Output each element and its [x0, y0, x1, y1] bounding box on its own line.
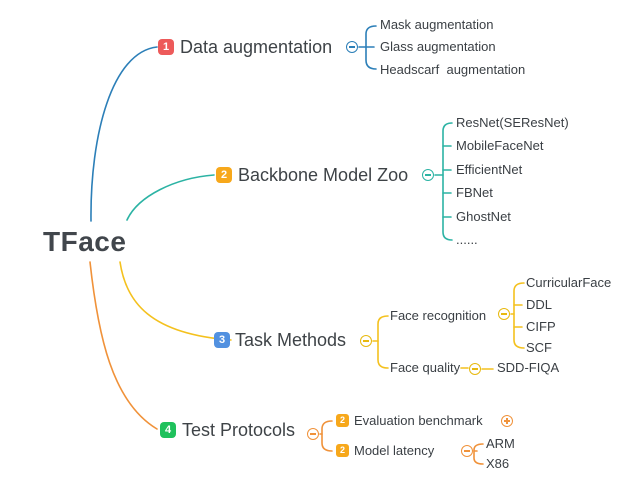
subtopic-sdd-fiqa[interactable]: SDD-FIQA — [497, 360, 560, 375]
root-curve-data-augmentation — [90, 46, 158, 222]
subtopic-model-latency[interactable]: Model latency — [354, 443, 435, 458]
priority-badge-1: 1 — [158, 39, 174, 55]
topic-backbone-model-zoo[interactable]: Backbone Model Zoo — [238, 165, 409, 185]
collapse-icon-test-protocols[interactable] — [307, 428, 319, 440]
subtopic-evaluation-benchmark[interactable]: Evaluation benchmark — [354, 413, 483, 428]
collapse-icon-face-quality[interactable] — [469, 363, 481, 375]
priority-badge-3: 3 — [214, 332, 230, 348]
topic-test-protocols[interactable]: Test Protocols — [182, 420, 296, 440]
subtopic-face-quality[interactable]: Face quality — [390, 360, 461, 375]
bracket-test-protocols — [321, 420, 333, 452]
collapse-icon-face-recognition[interactable] — [498, 308, 510, 320]
priority-badge-model-latency: 2 — [336, 444, 349, 457]
subtopic-mobilefacenet[interactable]: MobileFaceNet — [456, 138, 544, 153]
topic-task-methods[interactable]: Task Methods — [235, 330, 347, 350]
bracket-model-latency — [473, 443, 484, 465]
topic-data-augmentation[interactable]: Data augmentation — [180, 37, 333, 57]
subtopic-ellipsis[interactable]: ...... — [456, 232, 478, 247]
root-topic-tface[interactable]: TFace — [43, 226, 127, 257]
subtopic-curricularface[interactable]: CurricularFace — [526, 275, 612, 290]
root-curve-test-protocols — [89, 261, 158, 430]
collapse-icon-model-latency[interactable] — [461, 445, 473, 457]
subtopic-x86[interactable]: X86 — [486, 456, 510, 471]
priority-badge-2: 2 — [216, 167, 232, 183]
root-curve-backbone-model-zoo — [126, 174, 215, 221]
bracket-backbone-model-zoo — [442, 122, 453, 241]
bracket-face-recognition — [513, 282, 525, 349]
subtopic-resnet[interactable]: ResNet(SEResNet) — [456, 115, 569, 130]
bracket-task-methods — [377, 315, 389, 369]
subtopic-ddl[interactable]: DDL — [526, 297, 553, 312]
subtopic-glass-augmentation[interactable]: Glass augmentation — [380, 39, 496, 54]
collapse-icon-task-methods[interactable] — [360, 335, 372, 347]
subtopic-fbnet[interactable]: FBNet — [456, 185, 493, 200]
expand-icon-evaluation-benchmark[interactable] — [501, 415, 513, 427]
subtopic-ghostnet[interactable]: GhostNet — [456, 209, 511, 224]
collapse-icon-backbone-model-zoo[interactable] — [422, 169, 434, 181]
priority-badge-4: 4 — [160, 422, 176, 438]
subtopic-scf[interactable]: SCF — [526, 340, 552, 355]
root-curve-task-methods — [119, 261, 232, 341]
subtopic-arm[interactable]: ARM — [486, 436, 515, 451]
subtopic-headscarf-augmentation[interactable]: Headscarf augmentation — [380, 62, 526, 77]
subtopic-efficientnet[interactable]: EfficientNet — [456, 162, 523, 177]
collapse-icon-data-augmentation[interactable] — [346, 41, 358, 53]
subtopic-mask-augmentation[interactable]: Mask augmentation — [380, 17, 494, 32]
priority-badge-evaluation-benchmark: 2 — [336, 414, 349, 427]
subtopic-cifp[interactable]: CIFP — [526, 319, 556, 334]
subtopic-face-recognition[interactable]: Face recognition — [390, 308, 487, 323]
